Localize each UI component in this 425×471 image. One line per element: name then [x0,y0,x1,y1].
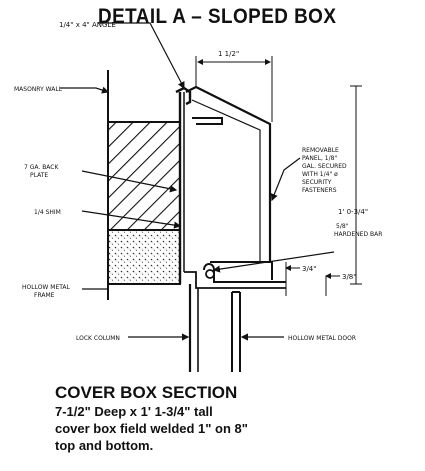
drawing-title: DETAIL A – SLOPED BOX [98,5,337,28]
sloped-box-outline [185,85,272,262]
door-label: HOLLOW METAL DOOR [288,335,356,342]
caption-heading: COVER BOX SECTION [55,383,238,402]
frame-label-2: FRAME [34,292,55,299]
caption-line-1: 7-1/2" Deep x 1' 1-3/4" tall [55,404,213,419]
dim-three-eighths-label: 3/8" [342,273,357,281]
back-plate-label-1: 7 GA. BACK [24,164,59,171]
top-angle [175,86,192,106]
hardened-bar-plate [203,263,286,283]
caption-line-3: top and bottom. [55,438,154,453]
angle-label: 1/4" x 4" ANGLE [59,21,116,29]
bar-label-2: HARDENED BAR [334,231,382,238]
panel-label-1: REMOVABLE [302,147,339,154]
sloped-box-inner [191,99,261,262]
dim-height-label: 1' 0-3/4" [338,208,368,216]
hollow-metal-frame-fill [107,229,181,285]
frame-label-1: HOLLOW METAL [22,284,71,291]
shim-label: 1/4 SHIM [34,209,61,216]
dim-top-label: 1 1/2" [218,50,239,58]
masonry-wall-label: MASONRY WALL [14,86,63,93]
masonry-block-hatched [107,121,181,231]
lock-column-label: LOCK COLUMN [76,335,120,342]
panel-label-5: SECURITY [302,179,332,186]
panel-label-2: PANEL, 1/8" [302,155,337,162]
panel-label-4: WITH 1/4" ø [302,171,338,178]
panel-label-6: FASTENERS [302,187,337,194]
hardened-bar [205,269,215,279]
dim-quarter-label: 3/4" [302,265,317,273]
back-plate-label-2: PLATE [30,172,48,179]
bar-label-1: 5/8" [336,223,349,230]
inner-clip [192,117,223,125]
panel-label-3: GAL. SECURED [302,163,347,170]
caption-line-2: cover box field welded 1" on 8" [55,421,248,436]
